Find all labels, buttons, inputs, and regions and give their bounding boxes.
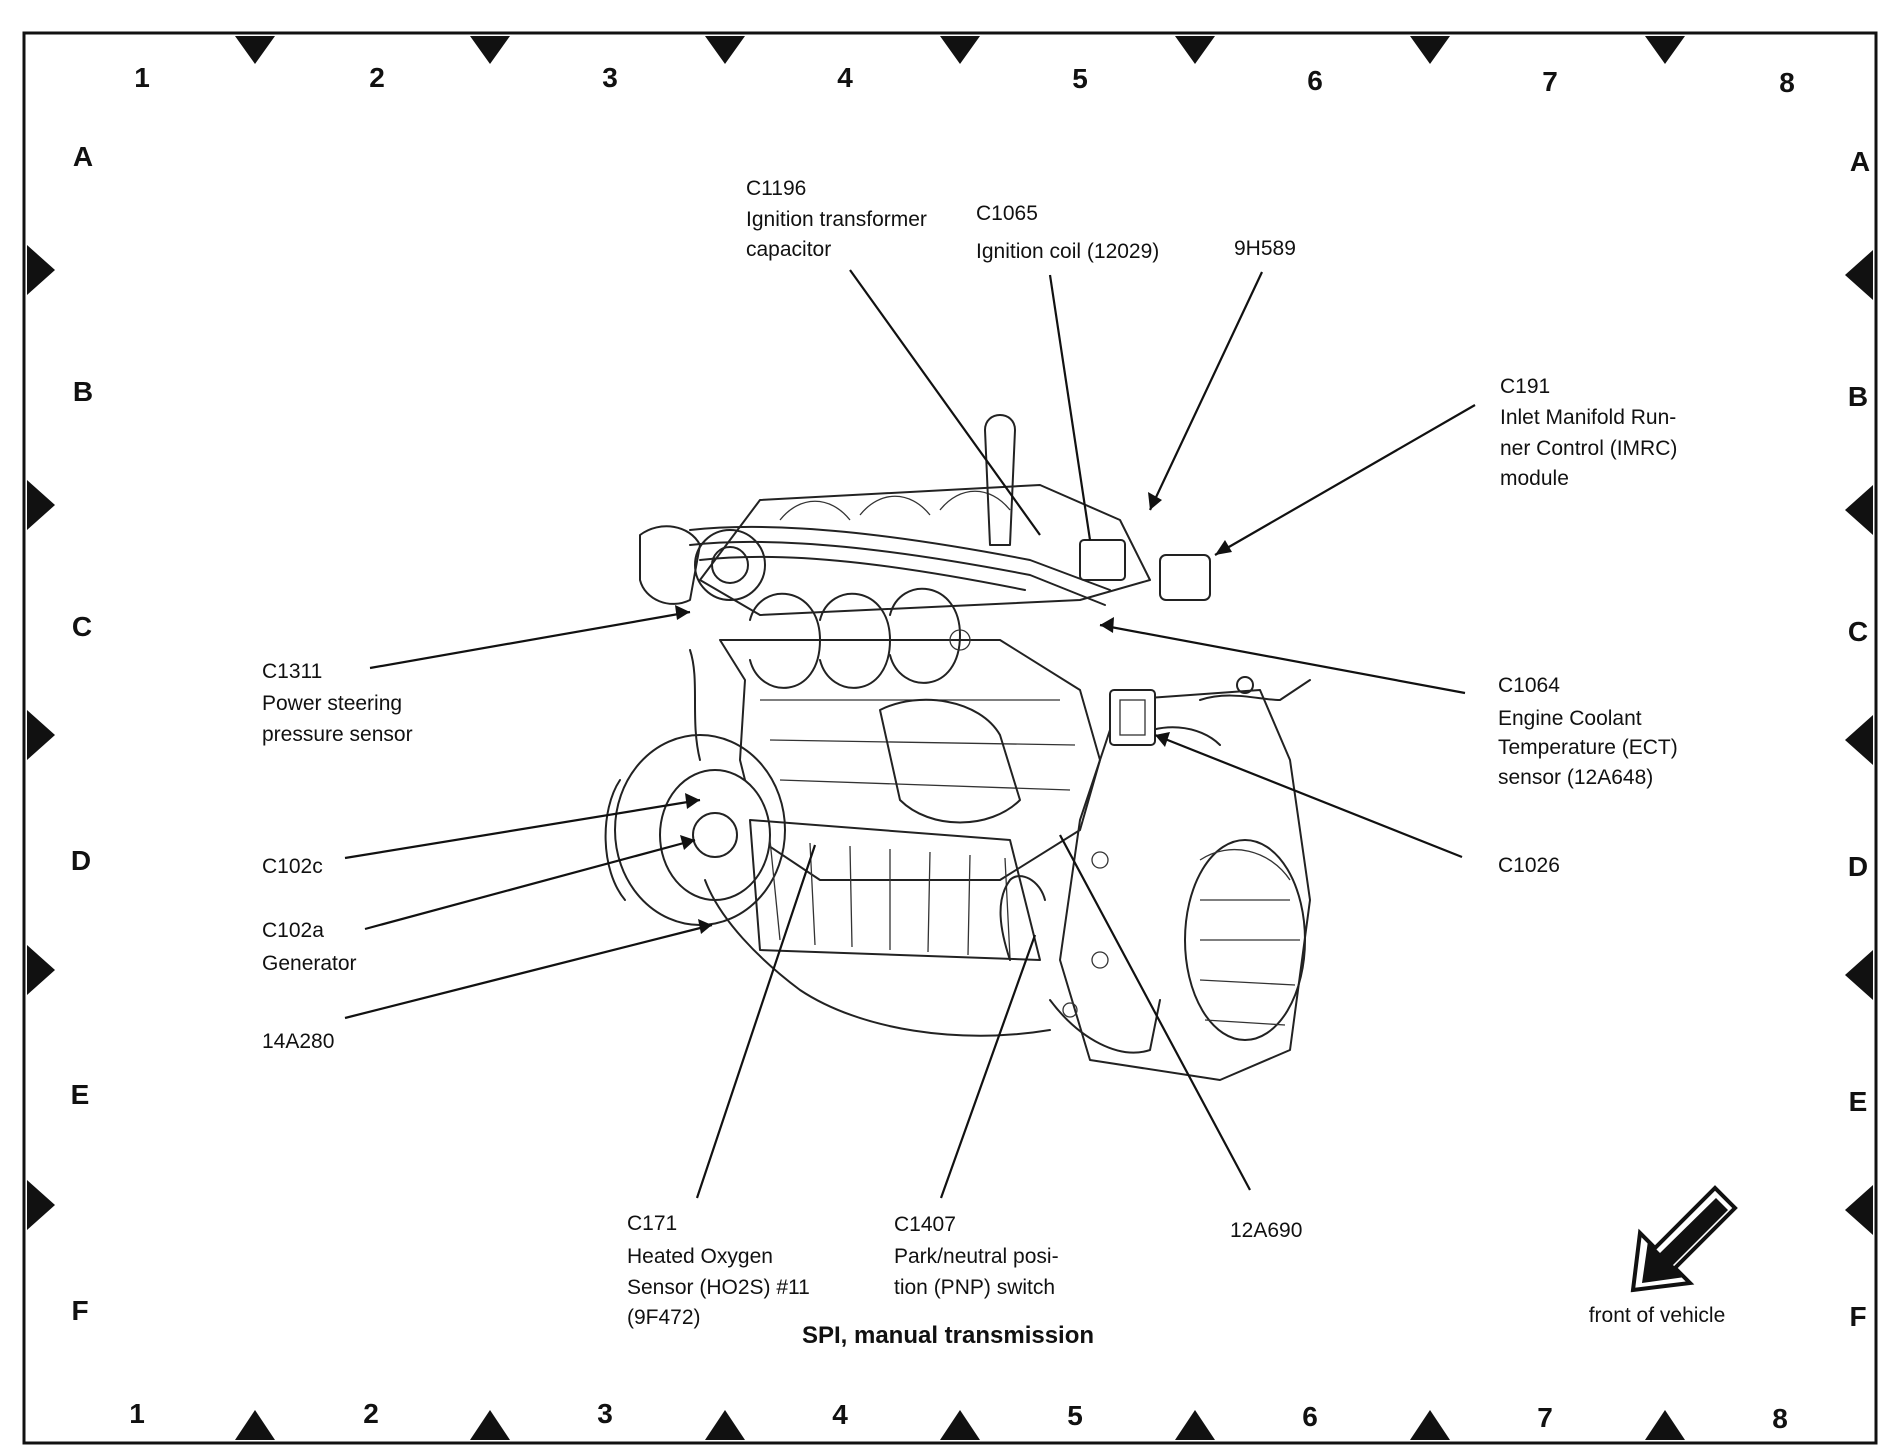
callout-line: Ignition transformer <box>746 208 927 231</box>
row-label: F <box>71 1295 88 1326</box>
row-labels-right: A B C D E F <box>1848 146 1870 1332</box>
callout-line: Inlet Manifold Run- <box>1500 406 1676 429</box>
callout-line: Ignition coil (12029) <box>976 240 1159 263</box>
callout-line: Park/neutral posi- <box>894 1245 1059 1268</box>
callout-c1065: C1065 Ignition coil (12029) <box>976 202 1159 263</box>
row-labels-left: A B C D E F <box>71 141 93 1326</box>
col-label: 5 <box>1072 63 1088 94</box>
row-label: F <box>1849 1301 1866 1332</box>
callout-line: Temperature (ECT) <box>1498 736 1678 759</box>
col-label: 1 <box>134 62 150 93</box>
col-label: 2 <box>369 62 385 93</box>
callout-line: 14A280 <box>262 1030 334 1053</box>
callout-9h589: 9H589 <box>1234 237 1296 260</box>
col-label: 2 <box>363 1398 379 1429</box>
callout-line: Power steering <box>262 692 402 715</box>
col-label: 3 <box>597 1398 613 1429</box>
callout-c191: C191 Inlet Manifold Run- ner Control (IM… <box>1500 375 1677 490</box>
row-label: A <box>1850 146 1870 177</box>
callout-line: Generator <box>262 952 357 975</box>
col-label: 5 <box>1067 1400 1083 1431</box>
diagram-title: SPI, manual transmission <box>802 1322 1094 1349</box>
row-label: E <box>1849 1086 1868 1117</box>
callout-line: tion (PNP) switch <box>894 1276 1055 1299</box>
callout-line: C1196 <box>746 177 806 200</box>
callout-line: C1064 <box>1498 674 1560 697</box>
callout-line: ner Control (IMRC) <box>1500 437 1677 460</box>
callout-line: C191 <box>1500 375 1550 398</box>
callout-c171: C171 Heated Oxygen Sensor (HO2S) #11 (9F… <box>627 1212 810 1329</box>
orientation-label: front of vehicle <box>1589 1304 1726 1327</box>
callout-line: Heated Oxygen <box>627 1245 773 1268</box>
col-label: 3 <box>602 62 618 93</box>
callout-line: Sensor (HO2S) #11 <box>627 1276 810 1299</box>
callout-line: C1065 <box>976 202 1038 225</box>
callout-c1407: C1407 Park/neutral posi- tion (PNP) swit… <box>894 1213 1059 1299</box>
col-label: 4 <box>832 1399 848 1430</box>
callout-14a280: 14A280 <box>262 1030 334 1053</box>
row-label: D <box>1848 851 1868 882</box>
col-label: 4 <box>837 62 853 93</box>
callout-line: C1407 <box>894 1213 956 1236</box>
col-label: 8 <box>1772 1403 1788 1434</box>
col-label: 6 <box>1307 65 1323 96</box>
callout-line: C171 <box>627 1212 677 1235</box>
diagram-frame <box>22 31 1878 1445</box>
callout-line: C102c <box>262 855 323 878</box>
column-labels-top: 1 2 3 4 5 6 7 8 <box>134 62 1795 98</box>
row-label: B <box>1848 381 1868 412</box>
callout-c102a: C102a Generator <box>262 919 357 975</box>
callout-c1026: C1026 <box>1498 854 1560 877</box>
col-label: 8 <box>1779 67 1795 98</box>
column-labels-bottom: 1 2 3 4 5 6 7 8 <box>129 1398 1788 1434</box>
row-label: C <box>1848 616 1868 647</box>
callout-c102c: C102c <box>262 855 323 878</box>
col-label: 1 <box>129 1398 145 1429</box>
row-label: A <box>73 141 93 172</box>
col-label: 7 <box>1537 1402 1553 1433</box>
callout-c1196: C1196 Ignition transformer capacitor <box>746 177 927 261</box>
col-label: 6 <box>1302 1401 1318 1432</box>
callout-line: capacitor <box>746 238 831 261</box>
row-label: E <box>71 1079 90 1110</box>
callout-c1311: C1311 Power steering pressure sensor <box>262 660 413 746</box>
callout-12a690: 12A690 <box>1230 1219 1302 1242</box>
callout-line: C102a <box>262 919 324 942</box>
grid-markers <box>27 36 1873 1440</box>
callout-line: sensor (12A648) <box>1498 766 1653 789</box>
callout-line: 12A690 <box>1230 1219 1302 1242</box>
row-label: D <box>71 845 91 876</box>
row-label: C <box>72 611 92 642</box>
callout-line: pressure sensor <box>262 723 413 746</box>
col-label: 7 <box>1542 66 1558 97</box>
leader-lines <box>344 269 1476 1199</box>
engine-illustration <box>604 414 1311 1081</box>
callout-line: module <box>1500 467 1569 490</box>
callout-line: C1311 <box>262 660 322 683</box>
callout-line: Engine Coolant <box>1498 707 1642 730</box>
callout-line: C1026 <box>1498 854 1560 877</box>
front-of-vehicle-arrow-icon <box>1630 1185 1738 1293</box>
row-label: B <box>73 376 93 407</box>
callout-line: 9H589 <box>1234 237 1296 260</box>
callout-line: (9F472) <box>627 1306 701 1329</box>
callout-c1064: C1064 Engine Coolant Temperature (ECT) s… <box>1498 674 1678 789</box>
